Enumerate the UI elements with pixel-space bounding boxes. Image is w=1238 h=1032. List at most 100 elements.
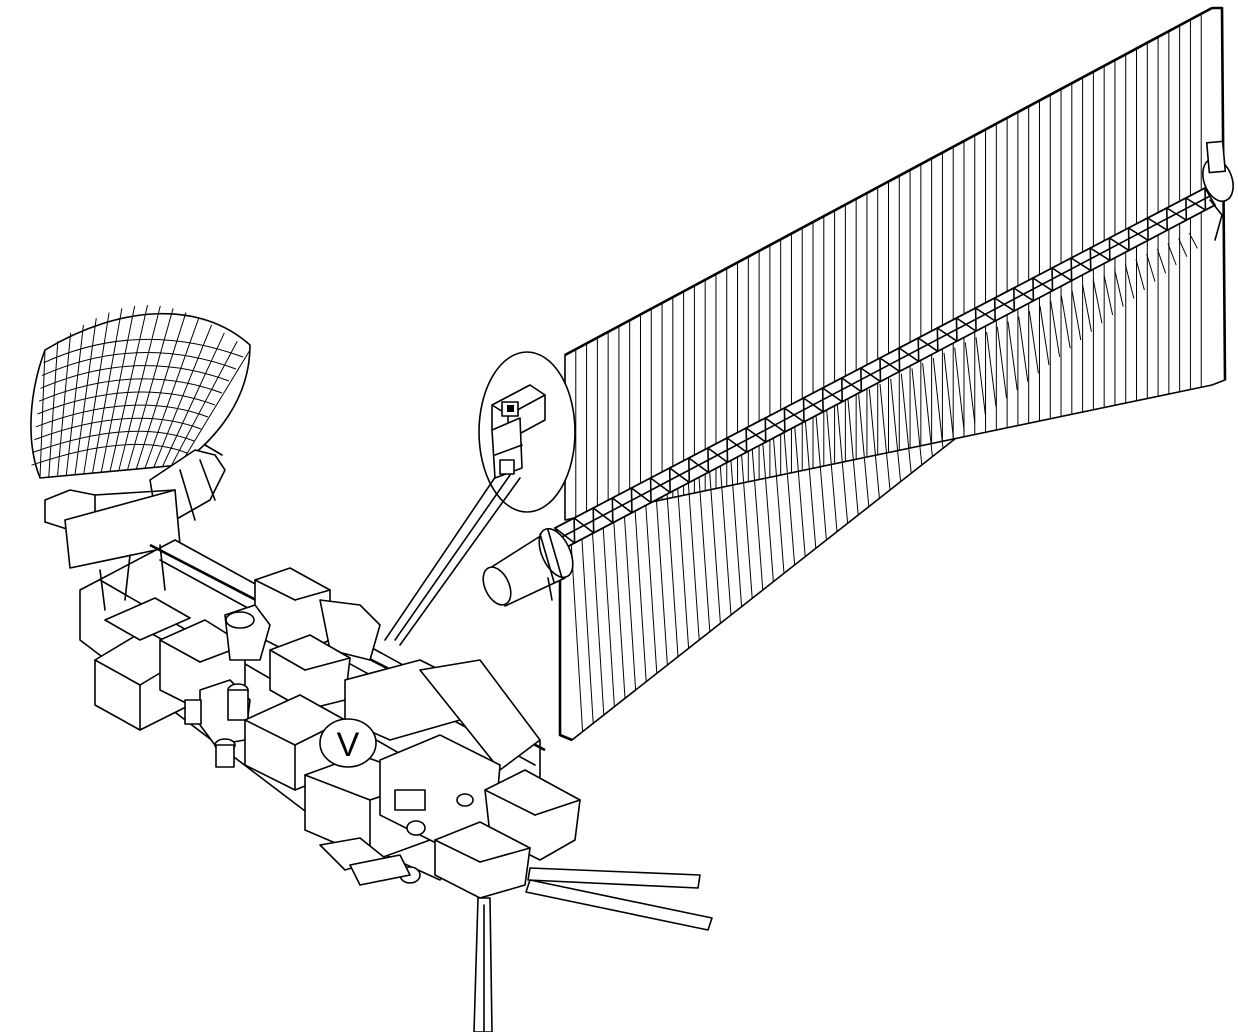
drawing-line [879,383,891,491]
mast-canister [482,527,574,607]
drawing-line [591,524,605,716]
drawing-line [821,387,844,403]
drawing-line [1013,287,1035,302]
drawing-line [612,513,626,699]
drawing-line [730,456,743,607]
drawing-line [783,407,805,423]
drawing-line [1146,217,1169,232]
drawing-line [954,347,965,432]
drawing-line [65,324,84,476]
boom-2 [525,879,713,931]
drawing-line [1135,259,1145,291]
solar-panel-cell-lines [570,13,1202,732]
annotation-glyph: V [337,726,360,764]
drawing-line [1146,253,1156,282]
drawing-line [955,317,977,332]
drawing-line [762,441,774,582]
drawing-line [802,397,824,413]
drawing-line [1103,274,1114,316]
drawing-line [644,498,658,674]
solar-array [558,6,1227,742]
drawing-line [74,318,97,475]
drawing-line [726,437,748,453]
drawing-line [580,529,594,724]
drawing-line [1124,264,1135,299]
drawing-line [1092,279,1103,324]
drawing-line [922,363,933,457]
drawing-line [707,447,729,464]
drawing-line [41,352,237,377]
annotation-circle [319,718,377,768]
drawing-line [858,394,870,507]
drawing-line [100,305,136,473]
drawing-line [162,332,225,467]
drawing-line [826,409,838,532]
solar-array-mast [554,140,1234,549]
drawing-line [31,443,188,466]
drawing-line [751,446,764,591]
high-gain-antenna [30,304,251,569]
drawing-line [772,435,785,574]
drawing-line [573,517,595,534]
drawing-line [964,342,976,424]
drawing-line [649,477,671,494]
drawing-line [1188,232,1198,249]
drawing-line [840,377,863,393]
drawing-line [35,404,209,428]
drawing-line [39,349,46,479]
drawing-line [135,312,187,470]
drawing-line [1007,321,1018,391]
drawing-line [1108,237,1130,252]
drawing-line [48,341,59,478]
drawing-line [109,304,148,472]
drawing-line [815,415,827,541]
drawing-line [634,503,647,682]
drawing-line [118,305,161,471]
dish-mesh-grid [31,304,251,479]
drawing-line [687,477,700,641]
drawing-line [917,337,939,353]
drawing-line [993,297,1016,312]
drawing-line [836,404,849,524]
drawing-line [40,365,230,389]
drawing-line [1178,238,1188,257]
drawing-line [932,357,944,449]
drawing-line [1071,290,1082,341]
sensor-booms [473,867,713,1032]
boom-3 [473,897,493,1032]
drawing-line [1089,247,1111,262]
drawing-line [688,457,710,474]
drawing-line [1018,316,1029,382]
drawing-line [1051,267,1073,282]
drawing-line [740,451,753,599]
drawing-line [1127,227,1149,242]
drawing-line [890,378,902,482]
drawing-line [1156,248,1167,274]
detail-inset [384,351,576,646]
drawing-line [1082,285,1092,332]
drawing-line [127,308,174,471]
drawing-line [1165,207,1188,221]
drawing-line [783,430,796,566]
drawing-line [764,417,786,433]
drawing-line [911,368,923,466]
drawing-line [1185,197,1207,211]
drawing-line [698,472,711,632]
drawing-line [554,527,576,544]
drawing-line [668,467,691,484]
drawing-line [986,331,997,407]
drawing-line [92,308,123,474]
drawing-line [975,337,986,416]
drawing-line [1032,277,1054,292]
drawing-line [623,508,637,691]
drawing-line [1060,295,1071,349]
truss-diagonals [554,187,1207,544]
drawing-line [37,391,216,415]
drawing-line [179,349,251,466]
drawing-line [898,347,920,363]
drawing-line [666,487,679,657]
drawing-line [804,420,817,549]
drawing-line [170,340,238,467]
drawing-line [996,326,1008,399]
drawing-line [1070,257,1092,272]
